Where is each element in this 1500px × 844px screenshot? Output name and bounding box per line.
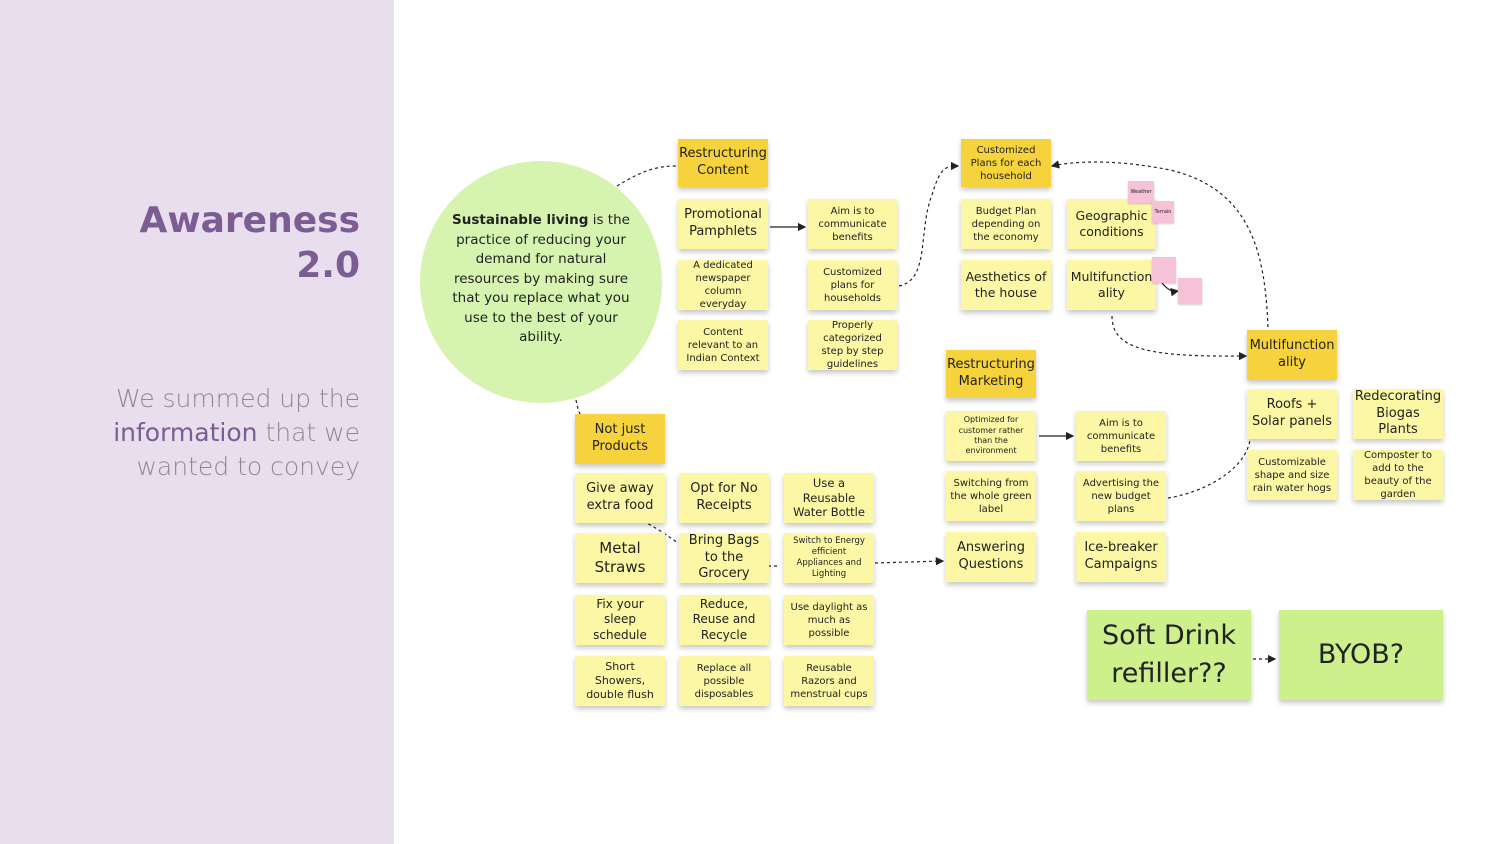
note-customized-plans-households: Customized plans for households [808, 260, 897, 310]
note-restructuring-content: Restructuring Content [678, 139, 768, 187]
subtitle-line-1: We summed up the [115, 384, 360, 413]
subtitle-highlight: information [113, 418, 258, 447]
title-line-2: 2.0 [296, 245, 360, 286]
sidebar-panel: Awareness 2.0 We summed up the informati… [0, 0, 394, 844]
note-small-pink-2 [1178, 278, 1202, 304]
note-geographic: Geographic conditions [1067, 199, 1156, 249]
note-multifunction-2: Multifunction ality [1247, 330, 1337, 380]
note-customized-plans-each: Customized Plans for each household [961, 139, 1051, 187]
subtitle-line-2: information that we [40, 416, 360, 450]
note-terrain: Terrain [1152, 201, 1174, 223]
note-small-pink-1 [1152, 257, 1176, 283]
note-advertising-budget: Advertising the new budget plans [1076, 471, 1166, 521]
note-multifunction-1: Multifunction ality [1067, 260, 1156, 310]
note-optimized-customer: Optimized for customer rather than the e… [946, 411, 1036, 461]
note-energy-appliances: Switch to Energy efficient Appliances an… [784, 533, 874, 583]
note-switching-green: Switching from the whole green label [946, 471, 1036, 521]
connector-advertising-to-roofs [1167, 439, 1251, 499]
note-bring-bags: Bring Bags to the Grocery [679, 533, 769, 583]
page-title: Awareness 2.0 [140, 198, 360, 288]
note-newspaper-column: A dedicated newspaper column everyday [678, 260, 768, 310]
note-reduce-reuse: Reduce, Reuse and Recycle [679, 595, 769, 645]
note-aim-communicate-2: Aim is to communicate benefits [1076, 411, 1166, 461]
note-replace-disposables: Replace all possible disposables [679, 656, 769, 706]
page-subtitle: We summed up the information that we wan… [40, 382, 360, 484]
connector-pink-note [1161, 282, 1180, 297]
note-metal-straws: Metal Straws [575, 533, 665, 583]
connector-energy-to-answering [874, 557, 945, 566]
note-budget-plan: Budget Plan depending on the economy [961, 199, 1051, 249]
note-reusable-bottle: Use a Reusable Water Bottle [784, 473, 874, 523]
note-not-just-products: Not just Products [575, 414, 665, 464]
note-give-away-food: Give away extra food [575, 473, 665, 523]
note-fix-sleep: Fix your sleep schedule [575, 595, 665, 645]
note-aesthetics: Aesthetics of the house [961, 260, 1051, 310]
note-answering-questions: Answering Questions [946, 532, 1036, 582]
definition-circle: Sustainable living is the practice of re… [420, 161, 662, 403]
note-customizable-shape: Customizable shape and size rain water h… [1247, 450, 1337, 500]
note-categorized-steps: Properly categorized step by step guidel… [808, 320, 897, 370]
note-weather: Weather [1128, 181, 1154, 203]
definition-term: Sustainable living [452, 212, 589, 228]
note-opt-no-receipts: Opt for No Receipts [679, 473, 769, 523]
subtitle-line-3: wanted to convey [136, 452, 360, 481]
note-restructuring-marketing: Restructuring Marketing [946, 350, 1036, 398]
note-daylight: Use daylight as much as possible [784, 595, 874, 645]
subtitle-line-2-rest: that we [257, 418, 360, 447]
note-reusable-razors: Reusable Razors and menstrual cups [784, 656, 874, 706]
note-aim-communicate-1: Aim is to communicate benefits [808, 199, 897, 249]
connector-circle-to-content [616, 165, 677, 187]
note-redecorating: Redecorating Biogas Plants [1353, 388, 1443, 439]
note-roofs-solar: Roofs + Solar panels [1247, 389, 1337, 439]
note-short-showers: Short Showers, double flush [575, 656, 665, 706]
note-composter: Composter to add to the beauty of the ga… [1353, 450, 1443, 500]
title-line-1: Awareness [139, 200, 360, 241]
note-promotional-pamphlets: Promotional Pamphlets [678, 199, 768, 249]
note-byob: BYOB? [1279, 610, 1443, 700]
note-content-indian: Content relevant to an Indian Context [678, 320, 768, 370]
connector-multifunction-down [1111, 315, 1248, 361]
note-icebreaker: Ice-breaker Campaigns [1076, 532, 1166, 582]
connector-plans-to-customized [898, 161, 960, 287]
note-soft-drink: Soft Drink refiller?? [1087, 610, 1251, 700]
definition-text: is the practice of reducing your demand … [452, 212, 630, 345]
